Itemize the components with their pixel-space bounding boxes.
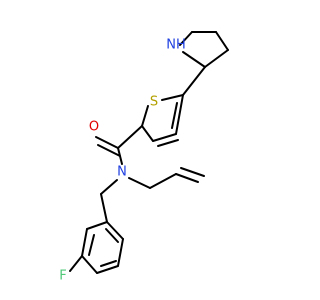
bond: [88, 234, 95, 256]
bond: [171, 102, 178, 129]
bond: [97, 144, 121, 157]
bond: [180, 167, 205, 177]
bond: [100, 260, 117, 267]
bond: [141, 125, 154, 142]
atom-label-n-amide: N: [117, 165, 127, 180]
bond: [117, 147, 123, 165]
bond: [179, 31, 193, 46]
bond: [105, 228, 119, 243]
bond: [157, 139, 179, 147]
bond: [81, 255, 98, 274]
atom-label-nh: NH: [166, 38, 186, 53]
bond: [175, 173, 199, 183]
bond: [81, 228, 88, 257]
molecule-diagram: S O N NH F: [59, 31, 229, 284]
bond: [175, 94, 184, 135]
bond: [128, 177, 151, 189]
bond: [96, 265, 119, 274]
bond: [141, 105, 149, 127]
bond: [106, 221, 124, 240]
bond: [69, 255, 83, 272]
bond: [100, 179, 118, 195]
bond: [100, 193, 108, 223]
atom-label-s: S: [150, 95, 158, 110]
bond: [152, 133, 177, 142]
bond: [117, 238, 124, 267]
bond: [204, 49, 229, 68]
atom-label-o: O: [89, 120, 99, 135]
bond: [182, 66, 206, 96]
atom-label-f: F: [59, 269, 66, 284]
bond: [86, 221, 108, 230]
structure-canvas: S O N NH F: [59, 31, 229, 284]
bond: [149, 173, 177, 189]
bond: [117, 125, 143, 149]
bond: [95, 136, 119, 149]
bond: [182, 51, 206, 68]
bond: [215, 31, 229, 51]
bond: [161, 94, 184, 101]
